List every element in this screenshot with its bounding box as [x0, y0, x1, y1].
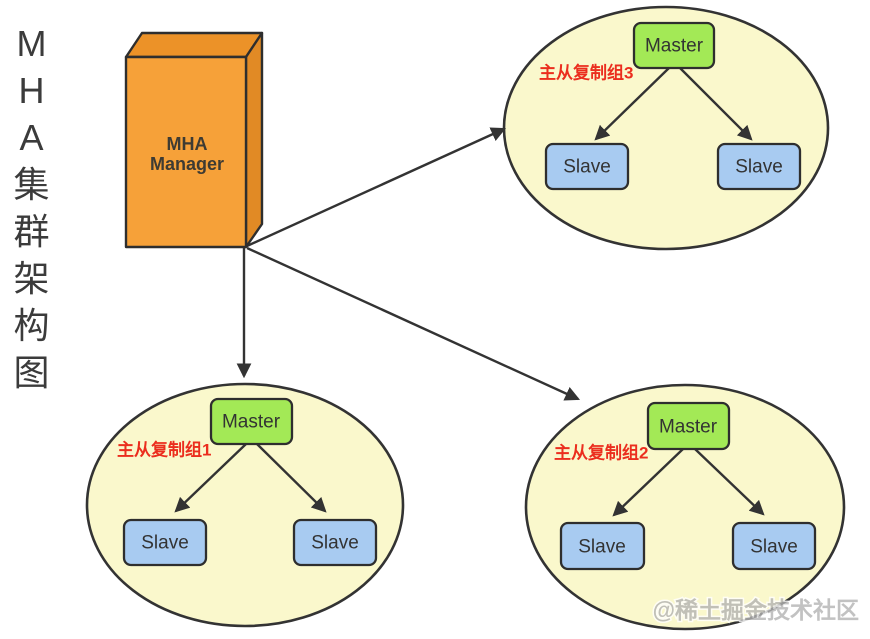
group3-master-node	[632, 21, 716, 70]
mha-manager-label-line1: MHA	[167, 134, 208, 154]
watermark-text: @稀土掘金技术社区	[653, 597, 859, 623]
mha-manager-top-face	[124, 31, 264, 59]
group1-slave-left-label: Slave	[141, 533, 189, 554]
group2-slave-left-node	[559, 521, 646, 571]
cluster-group2: 主从复制组2 Master Slave Slave	[524, 383, 846, 631]
group1-slave-right-label: Slave	[311, 533, 359, 554]
mha-manager-label-line2: Manager	[150, 154, 224, 174]
group2-slave-right-label: Slave	[750, 537, 798, 558]
edge-group2-master-to-slave-left	[612, 448, 684, 517]
cluster-group2-label: 主从复制组2	[554, 443, 648, 463]
group2-master-label: Master	[659, 417, 718, 438]
cluster-group1: 主从复制组1 Master Slave Slave	[85, 382, 405, 628]
cluster-group3-label: 主从复制组3	[539, 63, 633, 83]
edge-manager-to-group3	[246, 127, 507, 248]
edge-group2-master-to-slave-right	[694, 448, 765, 516]
group3-slave-left-label: Slave	[563, 157, 611, 178]
group1-slave-right-node	[292, 518, 378, 567]
group2-slave-left-label: Slave	[578, 537, 626, 558]
edge-group1-master-to-slave-left	[174, 443, 247, 513]
group1-slave-left-node	[122, 518, 208, 567]
edge-manager-to-group2	[246, 246, 581, 401]
group3-slave-right-node	[716, 142, 802, 191]
cluster-group1-label: 主从复制组1	[117, 440, 211, 460]
mha-manager-front-face	[124, 55, 248, 249]
manager-edges	[236, 127, 581, 401]
cluster-group3: 主从复制组3 Master Slave Slave	[502, 5, 830, 251]
edge-group3-master-to-slave-right	[679, 67, 753, 141]
edge-group1-master-to-slave-right	[256, 443, 327, 513]
group3-slave-left-node	[544, 142, 630, 191]
edge-group3-master-to-slave-left	[594, 67, 670, 141]
group2-slave-right-node	[731, 521, 817, 571]
group1-master-node	[209, 397, 294, 446]
group1-master-label: Master	[222, 412, 281, 433]
group3-slave-right-label: Slave	[735, 157, 783, 178]
group2-master-node	[646, 401, 731, 451]
group3-master-label: Master	[645, 36, 704, 57]
mha-manager-side-face	[244, 31, 264, 249]
mha-manager-node: MHA Manager	[124, 31, 264, 249]
diagram-title: MHA集群架构图	[13, 23, 50, 393]
